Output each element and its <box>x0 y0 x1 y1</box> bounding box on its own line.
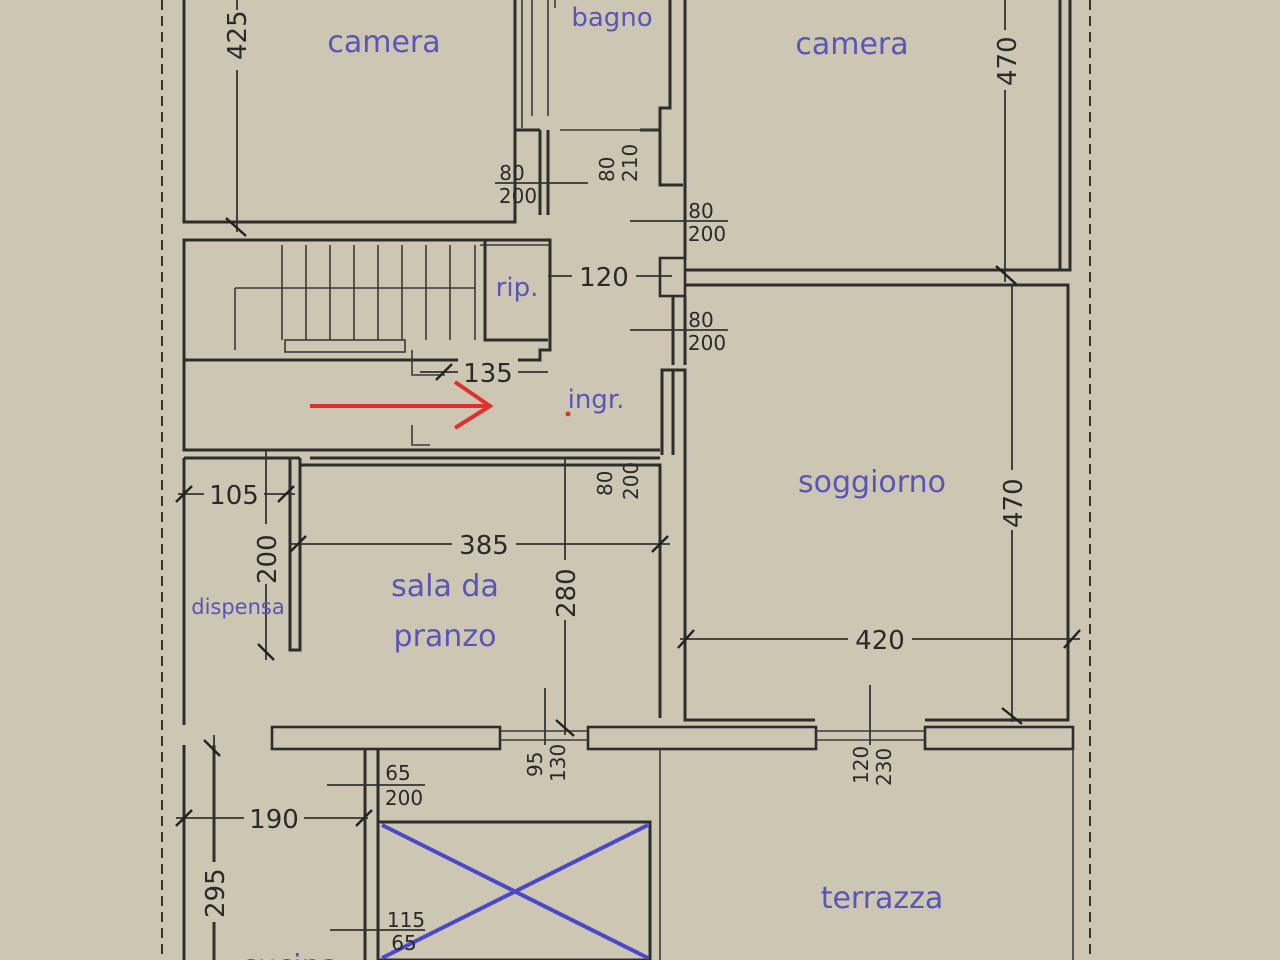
dim-105: 105 <box>209 481 259 511</box>
opening-sala-height: 200 <box>619 462 643 500</box>
room-label-soggiorno: soggiorno <box>798 465 946 500</box>
sala-bottom-wall-mid <box>586 725 818 751</box>
room-label-camera-left: camera <box>327 25 440 60</box>
label-bg <box>244 804 304 832</box>
tick <box>203 739 221 757</box>
ripostiglio-walls <box>483 238 548 342</box>
dim-120: 120 <box>579 263 629 293</box>
void-shaft <box>376 820 652 960</box>
sala-walls <box>300 463 662 718</box>
entrance-hall-walls <box>182 360 660 452</box>
tick <box>225 217 247 237</box>
window-sills-bottom <box>500 730 925 741</box>
room-label-cucina: cucina <box>241 949 339 960</box>
dispensa-walls <box>182 458 302 725</box>
stair-inner <box>474 244 550 340</box>
room-label-dispensa: dispensa <box>191 595 284 619</box>
opening-95-width: 95 <box>523 752 547 777</box>
opening-camera-height: 200 <box>688 222 726 246</box>
opening-bagno-width: 80 <box>595 157 619 182</box>
label-bg <box>992 30 1018 90</box>
dim-425: 425 <box>223 10 253 60</box>
opening-bagno-height: 210 <box>618 144 642 182</box>
bagno-fixtures <box>531 0 556 116</box>
corridor-left-wall <box>538 130 550 215</box>
label-bg <box>452 530 516 558</box>
room-label-sala-line1: sala da <box>391 569 499 604</box>
label-bg <box>204 480 264 508</box>
tick <box>435 363 453 381</box>
dim-190: 190 <box>249 805 299 835</box>
label-bg <box>551 560 579 620</box>
room-label-sala-line2: pranzo <box>394 619 497 654</box>
tick <box>175 809 193 827</box>
tick <box>995 265 1017 285</box>
opening-65-width: 65 <box>385 761 410 785</box>
room-label-rip: rip. <box>496 273 539 303</box>
opening-a-height: 200 <box>499 184 537 208</box>
opening-120-width: 120 <box>849 746 873 784</box>
opening-camera-width: 80 <box>688 199 713 223</box>
tick <box>1063 629 1081 649</box>
tick <box>257 643 275 661</box>
label-bg <box>848 625 912 653</box>
room-label-camera-right: camera <box>795 27 908 62</box>
camera-right-outer <box>1060 0 1072 272</box>
bagno-left-wall <box>513 0 540 132</box>
soggiorno-walls <box>660 283 1070 722</box>
dim-420: 420 <box>855 626 905 656</box>
opening-sala-width: 80 <box>593 471 617 496</box>
opening-soggiorno-width: 80 <box>688 308 713 332</box>
opening-115-height: 65 <box>391 931 416 955</box>
tick <box>1001 707 1023 725</box>
label-bg <box>200 862 228 922</box>
room-label-bagno: bagno <box>571 3 652 33</box>
tick <box>355 809 373 827</box>
pillar-corridor <box>658 256 687 298</box>
cucina-right-wall <box>363 749 380 960</box>
dim-280: 280 <box>552 568 582 618</box>
tick <box>277 485 295 503</box>
dim-135: 135 <box>463 359 513 389</box>
dim-470-top: 470 <box>993 36 1023 86</box>
opening-65-height: 200 <box>385 786 423 810</box>
label-bg <box>252 524 280 584</box>
label-bg <box>224 10 250 70</box>
tick <box>651 535 669 553</box>
opening-soggiorno-height: 200 <box>688 331 726 355</box>
terrazza-walls <box>659 749 1074 960</box>
opening-120-height: 230 <box>872 748 896 786</box>
sala-bottom-wall-right <box>923 725 1075 751</box>
opening-95-height: 130 <box>546 744 570 782</box>
stair-landing <box>234 287 475 350</box>
room-label-terrazza: terrazza <box>821 881 944 916</box>
tick <box>555 719 575 737</box>
void-cross-mark <box>381 823 649 960</box>
label-bg <box>458 358 518 386</box>
dim-295: 295 <box>201 868 231 918</box>
dim-470-mid: 470 <box>999 478 1029 528</box>
stair-step-bottom <box>284 339 406 353</box>
tick <box>289 535 307 553</box>
dim-200-side: 200 <box>253 534 283 584</box>
sala-bottom-wall-left <box>270 725 502 751</box>
tick <box>175 485 193 503</box>
entrance-arrow <box>310 380 571 430</box>
tick <box>677 629 695 649</box>
label-bg <box>572 262 636 290</box>
opening-a-width: 80 <box>499 161 524 185</box>
dim-385: 385 <box>459 531 509 561</box>
label-bg <box>998 470 1026 530</box>
opening-115-width: 115 <box>387 908 425 932</box>
room-label-ingr: ingr. <box>568 385 625 415</box>
bagno-right-wall-2 <box>658 0 687 260</box>
entrance-door-jambs <box>411 350 445 446</box>
stair-treads <box>281 245 451 340</box>
cucina-left-wall <box>182 745 216 960</box>
